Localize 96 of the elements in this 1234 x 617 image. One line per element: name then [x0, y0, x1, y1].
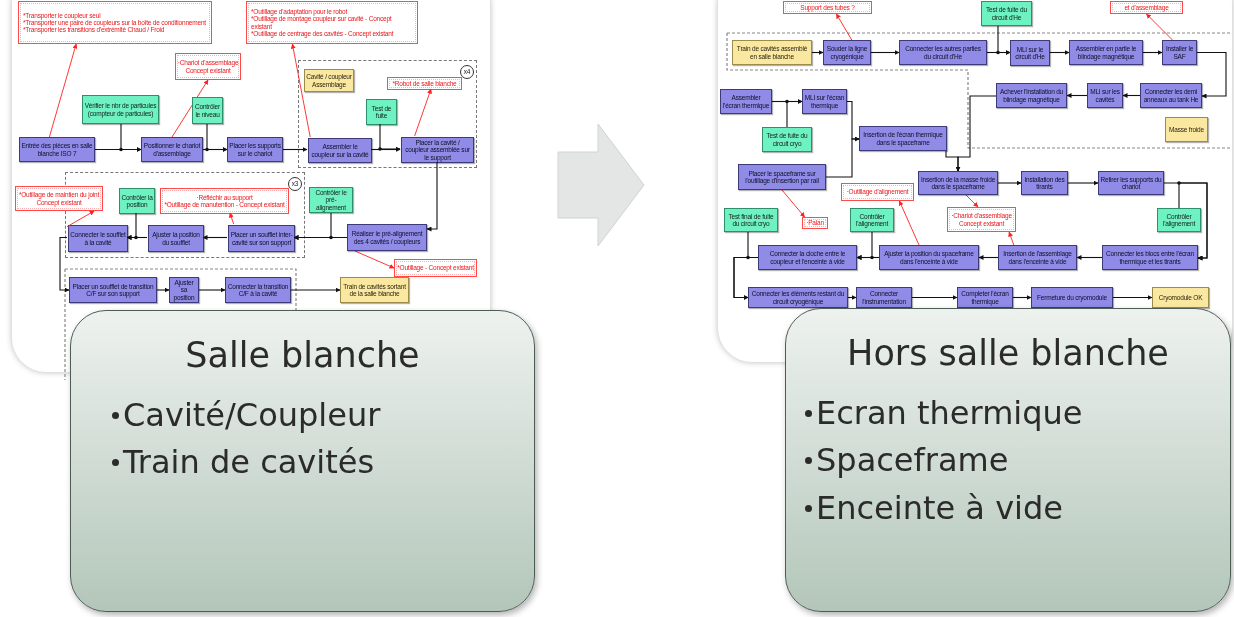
process-box — [998, 245, 1077, 270]
summary-card — [70, 310, 535, 612]
process-box — [1140, 83, 1202, 108]
arrow — [202, 235, 228, 240]
arrow — [1049, 50, 1070, 55]
process-box — [347, 224, 427, 251]
check-step-box — [762, 127, 812, 152]
dashed-group-frame — [298, 60, 477, 168]
arrow — [825, 136, 860, 178]
card-heading: Hors salle blanche — [847, 332, 1169, 375]
arrow — [997, 180, 1022, 186]
arrow — [1178, 182, 1208, 261]
arrow — [811, 50, 824, 55]
tooling-note-box — [841, 183, 914, 201]
process-box — [720, 89, 772, 114]
process-box — [758, 245, 857, 270]
process-box — [227, 137, 283, 162]
arrow — [156, 287, 170, 293]
arrow — [202, 147, 228, 152]
tooling-note-box — [1110, 1, 1183, 14]
arrow — [120, 123, 142, 152]
arrow — [997, 25, 1011, 55]
tooling-note-box — [947, 207, 1016, 232]
check-step-box — [309, 187, 353, 213]
arrow — [1112, 295, 1153, 300]
tooling-note-box — [394, 259, 477, 277]
check-step-box — [82, 95, 159, 124]
check-step-box — [981, 1, 1032, 26]
process-box — [69, 277, 157, 303]
process-box — [68, 225, 128, 252]
arrow — [786, 99, 803, 128]
arrow — [1066, 93, 1088, 98]
tooling-note-box — [802, 217, 828, 229]
process-box — [802, 89, 847, 114]
process-box — [141, 137, 203, 162]
tooling-note-box — [18, 1, 212, 44]
arrow — [1067, 180, 1099, 186]
arrow — [911, 295, 958, 300]
process-box — [225, 277, 291, 303]
arrow — [426, 161, 438, 232]
tooling-note-box — [15, 186, 103, 211]
arrow — [945, 150, 961, 172]
arrow — [1142, 50, 1163, 55]
process-box — [1031, 287, 1113, 308]
arrow — [847, 295, 857, 300]
arrow — [978, 255, 999, 260]
process-box — [879, 245, 979, 270]
milestone-box — [340, 277, 409, 303]
process-box — [859, 126, 947, 151]
bullet-item: Enceinte à vide — [805, 487, 1229, 530]
bullet-item: Train de cavités — [112, 442, 533, 484]
tooling-note-box — [783, 1, 872, 14]
check-step-box — [119, 188, 155, 214]
check-step-box — [192, 97, 223, 124]
process-box — [1162, 40, 1197, 65]
arrow — [290, 287, 341, 293]
tooling-note-box — [246, 1, 418, 44]
process-box — [1069, 40, 1143, 65]
arrow — [126, 212, 137, 240]
arrow — [379, 123, 401, 152]
process-box — [308, 138, 372, 163]
milestone-box — [1152, 287, 1209, 308]
process-box — [228, 225, 295, 252]
arrow — [870, 50, 900, 55]
process-box — [1087, 83, 1123, 108]
process-box — [738, 164, 826, 190]
process-box — [823, 40, 871, 65]
tooling-note-box — [175, 53, 241, 80]
arrow — [370, 147, 401, 152]
arrow — [733, 231, 749, 300]
arrow — [1012, 295, 1032, 300]
process-box — [19, 137, 95, 162]
process-box — [148, 225, 204, 252]
card-heading: Salle blanche — [185, 334, 420, 377]
process-box — [856, 287, 912, 308]
process-box — [996, 83, 1067, 108]
arrow — [293, 212, 332, 240]
tooling-note-box — [387, 77, 462, 90]
arrow — [1196, 51, 1227, 99]
arrow — [1076, 255, 1103, 260]
milestone-box — [732, 40, 812, 65]
process-box — [899, 40, 987, 65]
tooling-note-box — [160, 188, 289, 214]
bullet-item: Cavité/Coupleur — [112, 394, 533, 437]
process-box — [1010, 40, 1050, 66]
arrow — [282, 147, 308, 152]
process-box — [1102, 245, 1198, 270]
bullet-item: Ecran thermique — [805, 392, 1229, 435]
bullet-item: Spaceframe — [805, 440, 1229, 482]
arrow — [1122, 93, 1141, 98]
check-step-box — [366, 99, 397, 125]
arrow — [198, 287, 226, 293]
arrow — [59, 236, 70, 293]
arrow — [856, 231, 873, 260]
summary-card — [785, 308, 1231, 612]
milestone-box — [1165, 117, 1208, 142]
